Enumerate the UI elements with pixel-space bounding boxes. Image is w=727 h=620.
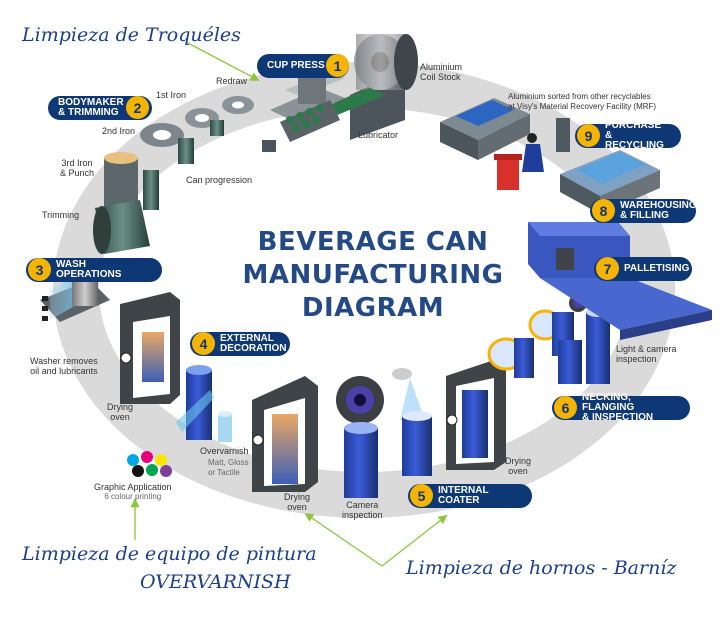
stage-7-label: PALLETISING <box>624 263 690 274</box>
drying-oven-3-line-2: oven <box>508 466 528 476</box>
annotation-paint-equipment-line-2: OVERVARNISH <box>140 571 291 593</box>
stage-1-label: CUP PRESS <box>267 60 325 71</box>
stage-4-label-1: EXTERNAL <box>220 333 274 344</box>
decoration-illustration <box>120 292 232 477</box>
annotation-oven-cleaning: Limpieza de hornos - Barníz <box>406 557 677 579</box>
can-progression-label: Can progression <box>186 175 253 185</box>
overvarnish-sub-line-1: Matt, Gloss <box>208 458 249 467</box>
annotation-die-cleaning: Limpieza de Troquéles <box>22 24 241 46</box>
drying-oven-1-label: Drying oven <box>107 402 133 422</box>
annotation-arrow-oven-right <box>381 514 448 567</box>
drying-oven-3-label: Drying oven <box>505 456 531 476</box>
stage-8-label-2: & FILLING <box>620 210 669 221</box>
camera-inspection-line-1: Camera <box>346 500 379 510</box>
light-camera-line-2: inspection <box>616 354 657 364</box>
drying-oven-2-line-1: Drying <box>284 492 311 502</box>
graphic-application-line: Graphic Application <box>94 482 172 492</box>
aluminium-coil-line-1: Aluminium <box>420 62 463 72</box>
trimming-label: Trimming <box>42 210 80 220</box>
third-iron-line-2: & Punch <box>60 168 95 178</box>
stage-1-number: 1 <box>326 54 349 77</box>
annotation-arrow-oven-left <box>304 512 383 567</box>
stage-7-number: 7 <box>596 257 619 280</box>
third-iron-label: 3rd Iron & Punch <box>60 158 94 178</box>
stage-6-label-2: & INSPECTION <box>582 412 654 423</box>
annotation-paint-equipment: Limpieza de equipo de pintura OVERVARNIS… <box>22 540 317 596</box>
light-camera-line-1: Light & camera <box>616 344 677 354</box>
drying-oven-2-line-2: oven <box>287 502 307 512</box>
lubricator-label: Lubricator <box>358 130 399 140</box>
redraw-label: Redraw <box>216 76 248 86</box>
internal-coater-illustration <box>252 360 506 498</box>
aluminium-coil-label: Aluminium Coil Stock <box>420 62 462 82</box>
stage-6-number: 6 <box>554 396 577 419</box>
graphic-application-label: Graphic Application 6 colour printing <box>94 482 172 502</box>
stage-5-number: 5 <box>410 484 433 507</box>
camera-inspection-line-2: inspection <box>342 510 383 520</box>
overvarnish-label: Overvarnish <box>200 446 249 456</box>
mrf-line-2: at Visy's Material Recovery Facility (MR… <box>508 102 657 111</box>
stage-9-number: 9 <box>577 124 600 147</box>
stage-6-badge: NECKING, FLANGING& INSPECTION <box>552 392 690 423</box>
overvarnish-sub-label: Matt, Gloss or Tactile <box>208 458 248 478</box>
annotation-arrow-troqueles <box>185 41 260 81</box>
washer-line-2: oil and lubricants <box>30 366 98 376</box>
stage-2-label-2: & TRIMMING <box>58 107 119 118</box>
title-line-2: MANUFACTURING <box>242 260 504 290</box>
washer-line-1: Washer removes <box>30 356 98 366</box>
stage-2-number: 2 <box>126 96 149 119</box>
overvarnish-sub-line-2: or Tactile <box>208 468 240 477</box>
washer-label: Washer removes oil and lubricants <box>30 356 98 376</box>
stage-4-label-2: DECORATION <box>220 343 287 354</box>
drying-oven-2-label: Drying oven <box>284 492 310 512</box>
aluminium-coil-line-2: Coil Stock <box>420 72 461 82</box>
stage-8-number: 8 <box>592 199 615 222</box>
drying-oven-1-line-1: Drying <box>107 402 134 412</box>
first-iron-label: 1st Iron <box>156 90 187 100</box>
stage-2-label-1: BODYMAKER <box>58 97 124 108</box>
diagram-title: BEVERAGE CAN MANUFACTURING DIAGRAM <box>238 226 508 325</box>
stage-5-label: INTERNAL COATER <box>438 485 489 506</box>
graphic-sub-line: 6 colour printing <box>104 492 162 501</box>
ink-dots <box>127 451 172 477</box>
light-camera-label: Light & camera inspection <box>616 344 677 364</box>
cup-press-illustration <box>262 34 418 152</box>
title-line-3: DIAGRAM <box>301 293 445 323</box>
third-iron-line-1: 3rd Iron <box>61 158 93 168</box>
drying-oven-1-line-2: oven <box>110 412 130 422</box>
stage-4-number: 4 <box>192 332 215 355</box>
mrf-label: Aluminium sorted from other recyclables … <box>508 92 656 112</box>
annotation-paint-equipment-line-1: Limpieza de equipo de pintura <box>22 543 317 565</box>
mrf-line-1: Aluminium sorted from other recyclables <box>508 92 651 101</box>
recycling-illustration <box>440 98 570 190</box>
stage-8-label-1: WAREHOUSING <box>620 200 697 211</box>
stage-9-label-2: & RECYCLING <box>605 130 664 151</box>
drying-oven-3-line-1: Drying <box>505 456 532 466</box>
bodymaker-illustration <box>93 96 254 254</box>
stage-9-label-1: PURCHASE <box>605 120 662 131</box>
second-iron-label: 2nd Iron <box>102 126 136 136</box>
stage-6-label-1: NECKING, FLANGING <box>582 392 635 413</box>
stage-3-number: 3 <box>28 258 51 281</box>
title-line-1: BEVERAGE CAN <box>257 227 489 257</box>
stage-3-label: WASH OPERATIONS <box>56 259 122 280</box>
camera-inspection-label: Camera inspection <box>342 500 383 520</box>
